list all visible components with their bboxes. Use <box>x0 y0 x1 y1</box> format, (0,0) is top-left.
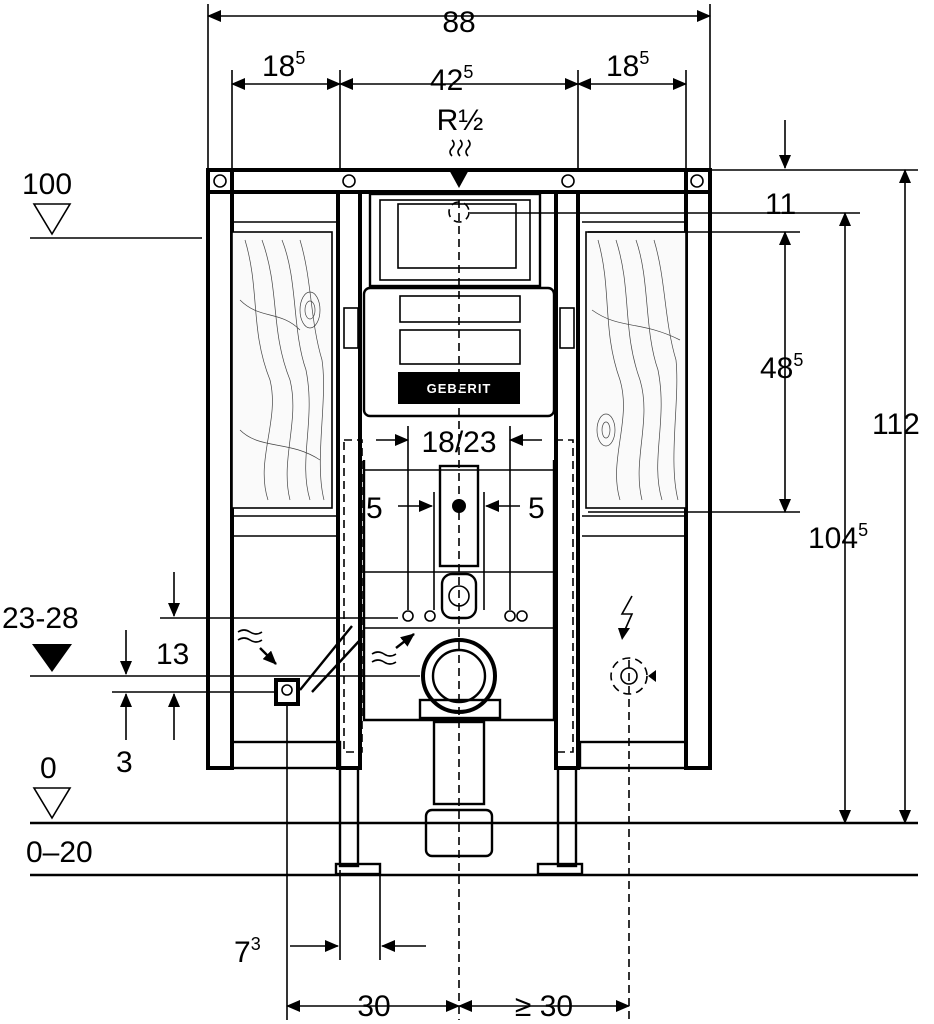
bolt-offset-left-label: 5 <box>366 492 383 525</box>
waste-small-offset-label: 3 <box>116 746 133 779</box>
waste-height-range-label: 23-28 <box>2 602 79 635</box>
top-dimensions <box>207 4 711 168</box>
board-height-label: 485 <box>760 350 803 385</box>
floor-lines <box>30 821 918 877</box>
waste-offset-label: 13 <box>156 638 189 671</box>
level-floor-marker <box>32 787 72 820</box>
top-offset-label: 11 <box>765 188 796 221</box>
right-dimensions <box>470 120 918 824</box>
level-100-marker <box>30 203 202 239</box>
center-width-label: 425 <box>430 62 473 97</box>
foot-offset-label: 73 <box>234 934 261 969</box>
bolt-dimensions <box>376 426 542 610</box>
bottom-dimensions <box>286 870 630 1012</box>
floor-range-label: 0–20 <box>26 836 93 869</box>
water-connection-label: R½ <box>437 104 484 137</box>
inner-posts <box>334 190 584 876</box>
right-side-width-label: 185 <box>606 48 649 83</box>
top-level-label: 100 <box>22 168 72 201</box>
total-height-label: 112 <box>872 408 920 441</box>
water-wave-arrow-icon <box>448 139 471 188</box>
lightning-icon <box>618 595 634 640</box>
left-side-width-label: 185 <box>262 48 305 83</box>
outer-frame <box>206 168 712 770</box>
waste-height-marker <box>30 572 420 740</box>
frame-height-label: 1045 <box>808 520 868 555</box>
overall-width-label: 88 <box>442 6 475 39</box>
supply-wave-arrow-icon <box>237 629 415 665</box>
drain-right-label: ≥ 30 <box>515 990 573 1023</box>
floor-level-label: 0 <box>40 752 57 785</box>
lower-mechanism <box>274 460 656 858</box>
drain-left-label: 30 <box>357 990 390 1023</box>
wood-board-left <box>231 231 333 509</box>
bolt-spacing-label: 18/23 <box>421 426 496 459</box>
wood-board-right <box>585 231 687 509</box>
bolt-offset-right-label: 5 <box>528 492 545 525</box>
